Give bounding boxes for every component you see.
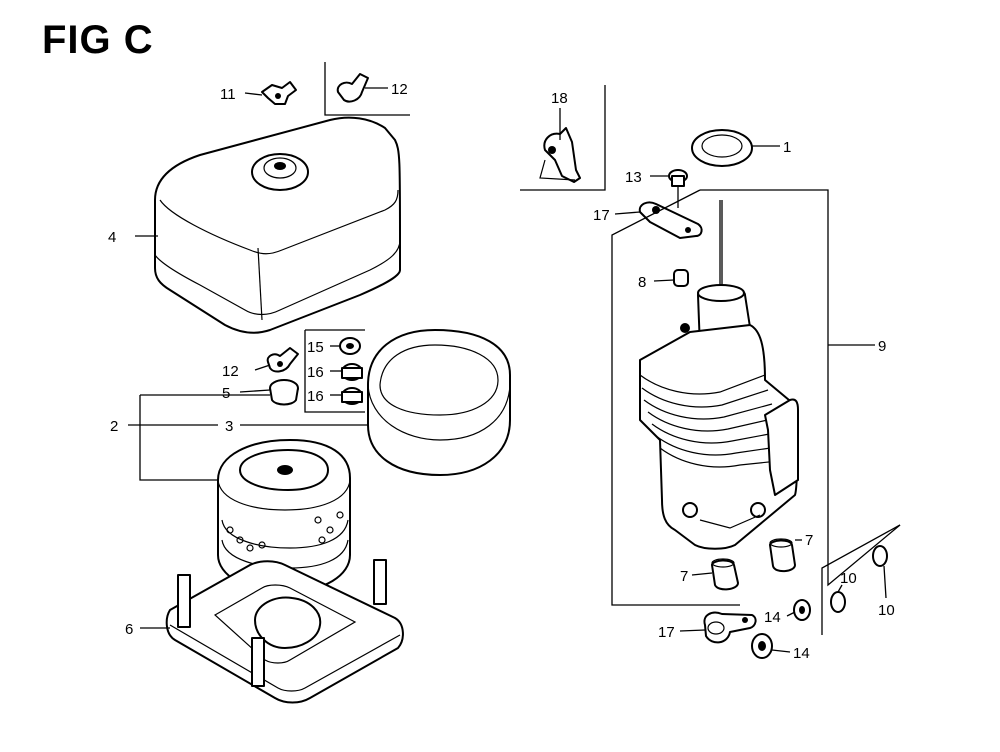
part-paper-filter-element bbox=[217, 439, 351, 593]
callout-14a: 14 bbox=[764, 609, 781, 626]
part-nut-14b bbox=[751, 633, 773, 659]
part-9-bracket-lines bbox=[611, 189, 901, 606]
part-bracket-top bbox=[324, 62, 410, 116]
part-packing-ring bbox=[691, 129, 753, 167]
callout-12b: 12 bbox=[222, 363, 239, 380]
callout-18: 18 bbox=[551, 90, 568, 107]
part-air-cleaner-cover bbox=[154, 116, 401, 334]
callout-labels: 1 2 3 4 5 6 7 7 8 9 10 10 11 12 12 13 14… bbox=[108, 81, 895, 662]
part-tube-a bbox=[769, 538, 796, 573]
part-foam-filter-element bbox=[367, 329, 511, 476]
callout-5: 5 bbox=[222, 385, 230, 402]
callout-12a: 12 bbox=[391, 81, 408, 98]
part-wing-nut-top bbox=[261, 81, 297, 105]
part-wing-nut-lower bbox=[266, 347, 299, 373]
callout-11: 11 bbox=[220, 86, 236, 103]
callout-1: 1 bbox=[783, 139, 791, 156]
callout-2: 2 bbox=[110, 418, 118, 435]
part-air-cleaner-case bbox=[165, 559, 404, 704]
part-nut-washer-group bbox=[304, 329, 365, 413]
part-bolt bbox=[668, 169, 688, 208]
callout-14b: 14 bbox=[793, 645, 810, 662]
callout-13: 13 bbox=[625, 169, 642, 186]
callout-10a: 10 bbox=[840, 570, 857, 587]
callout-3: 3 bbox=[225, 418, 233, 435]
callout-16b: 16 bbox=[307, 388, 324, 405]
part-clamp-upper bbox=[638, 201, 703, 239]
callout-15: 15 bbox=[307, 339, 324, 356]
part-bracket-18 bbox=[520, 85, 606, 191]
part-intake-elbow bbox=[639, 200, 799, 550]
callout-16a: 16 bbox=[307, 364, 324, 381]
callout-7b: 7 bbox=[680, 568, 688, 585]
callout-9: 9 bbox=[878, 338, 886, 355]
callout-17a: 17 bbox=[593, 207, 610, 224]
part-clamp-lower bbox=[703, 611, 757, 644]
part-cap-8 bbox=[673, 269, 689, 287]
part-caps-10 bbox=[821, 524, 901, 635]
part-tube-b bbox=[711, 558, 739, 591]
leader-lines bbox=[128, 87, 887, 653]
callout-6: 6 bbox=[125, 621, 133, 638]
part-nut-14a bbox=[793, 599, 811, 621]
figure-title: FIG C bbox=[42, 18, 154, 62]
callout-17b: 17 bbox=[658, 624, 675, 641]
callout-4: 4 bbox=[108, 229, 116, 246]
callout-10b: 10 bbox=[878, 602, 895, 619]
part-grommet bbox=[269, 379, 299, 406]
callout-8: 8 bbox=[638, 274, 646, 291]
callout-7a: 7 bbox=[805, 532, 813, 549]
